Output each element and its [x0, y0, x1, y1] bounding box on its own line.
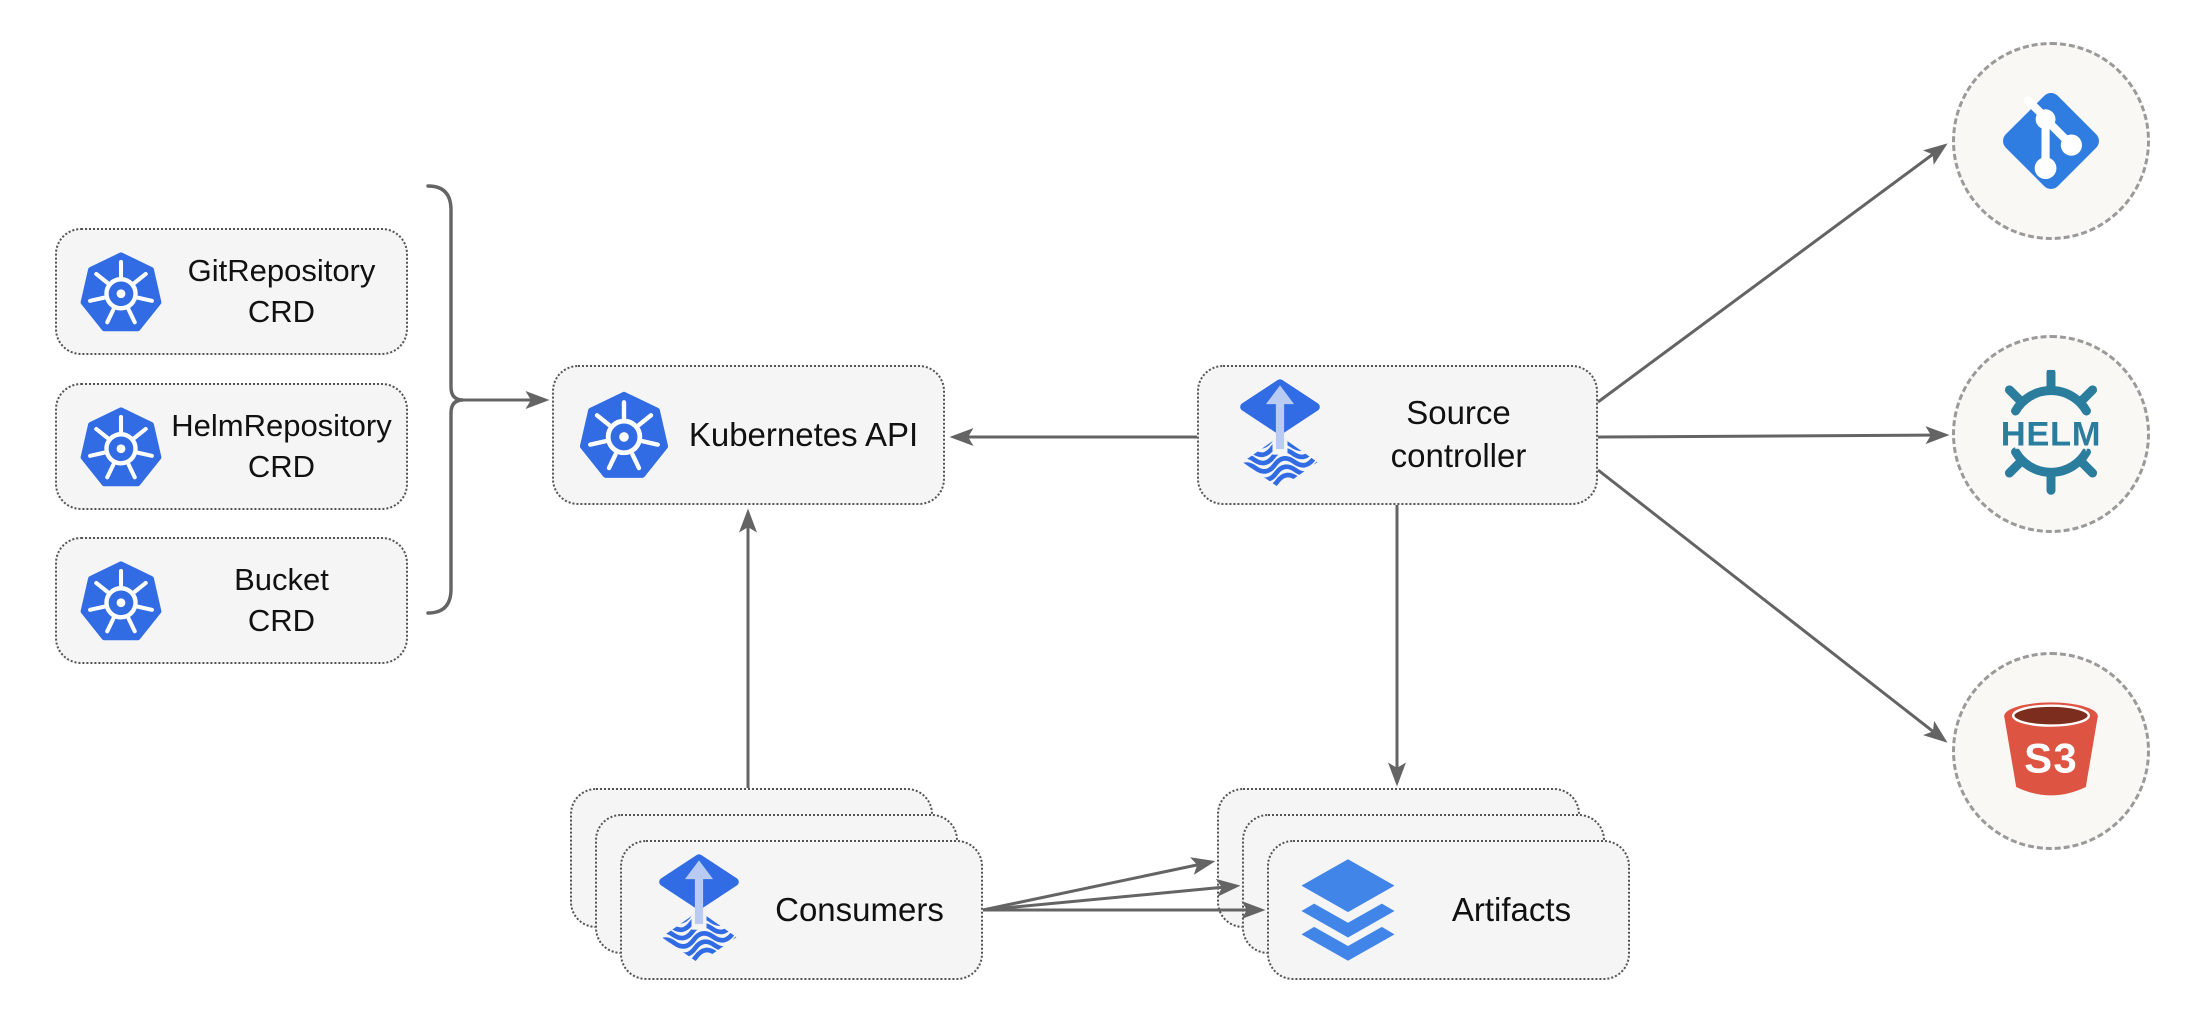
kubernetes-api-label: Kubernetes API: [688, 415, 919, 453]
crd-group-bracket: [426, 184, 464, 615]
bucket-crd-box: Bucket CRD: [55, 537, 408, 664]
kubernetes-icon: [77, 557, 165, 645]
source-controller-label: Source controller: [1390, 394, 1527, 474]
arrow-source-controller-to-git: [1597, 143, 1948, 404]
artifacts-box: Artifacts: [1267, 840, 1630, 980]
artifacts-label: Artifacts: [1451, 890, 1572, 928]
git-icon: [1983, 73, 2119, 209]
s3-wordmark: S3: [2024, 735, 2078, 782]
bucket-crd-label: Bucket CRD: [234, 561, 329, 638]
helm-wordmark: HELM: [2001, 416, 2101, 454]
flux-icon: [1233, 376, 1327, 494]
helm-icon: HELM: [1987, 370, 2115, 498]
git-target-circle: [1952, 42, 2150, 240]
consumers-box: Consumers: [620, 840, 983, 980]
s3-target-circle: S3: [1952, 652, 2150, 850]
kubernetes-icon: [77, 248, 165, 336]
flux-icon: [652, 851, 746, 969]
arrow-consumers-to-artifacts-1: [982, 857, 1216, 912]
kubernetes-api-box: Kubernetes API: [552, 365, 945, 505]
gitrepository-crd-box: GitRepository CRD: [55, 228, 408, 355]
helm-target-circle: HELM: [1952, 335, 2150, 533]
gitrepository-crd-label: GitRepository CRD: [187, 252, 376, 329]
s3-icon: S3: [1984, 691, 2118, 811]
arrow-source-controller-to-s3: [1597, 468, 1948, 743]
source-controller-box: Source controller: [1197, 365, 1598, 505]
consumers-label: Consumers: [775, 890, 944, 928]
helmrepository-crd-label: HelmRepository CRD: [171, 407, 392, 484]
arrow-consumers-to-artifacts-2: [982, 878, 1241, 912]
kubernetes-icon: [576, 387, 672, 483]
layers-icon: [1295, 855, 1401, 965]
kubernetes-icon: [77, 403, 165, 491]
helmrepository-crd-box: HelmRepository CRD: [55, 383, 408, 510]
arrow-source-controller-to-helm: [1597, 426, 1950, 445]
